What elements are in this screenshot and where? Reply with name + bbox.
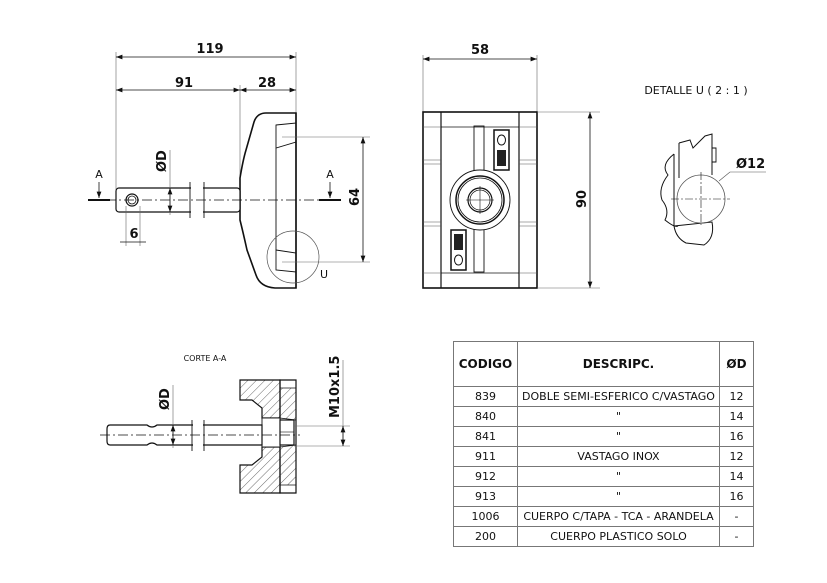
cell-d: 12 [719,446,754,467]
cell-desc: " [517,466,720,487]
detail-view: DETALLE U ( 2 : 1 ) Ø12 [644,84,766,246]
header-diameter: ØD [719,341,754,387]
section-view: CORTE A-A ØD M10x1.5 [100,354,350,494]
cell-code: 911 [453,446,518,467]
cell-code: 912 [453,466,518,487]
detail-mark: U [320,268,328,281]
dim-thread: M10x1.5 [328,356,343,418]
section-title: CORTE A-A [184,354,227,363]
cell-desc: " [517,406,720,427]
table-row: 913"16 [453,486,754,507]
cell-code: 1006 [453,506,518,527]
cell-code: 840 [453,406,518,427]
cell-desc: CUERPO PLASTICO SOLO [517,526,720,547]
cell-d: 16 [719,426,754,447]
section-dim-diameter: ØD [158,388,173,410]
cell-code: 913 [453,486,518,507]
dim-hole: 6 [129,227,138,242]
dim-height: 64 [348,188,363,206]
cell-code: 200 [453,526,518,547]
logo-bottom [450,229,467,271]
handle-body [239,112,297,289]
cell-desc: CUERPO C/TAPA - TCA - ARANDELA [517,506,720,527]
dim-width: 58 [471,43,489,58]
dim-ball: Ø12 [736,157,765,172]
cell-d: 14 [719,466,754,487]
dim-height-front: 90 [575,190,590,208]
side-view: 119 91 28 A A ØD 6 [88,42,370,289]
detail-title: DETALLE U ( 2 : 1 ) [644,84,747,97]
logo-top [493,129,510,171]
table-header-row: CODIGO DESCRIPC. ØD [453,341,754,387]
cell-d: 14 [719,406,754,427]
dim-diameter: ØD [155,150,170,172]
table-row: 912"14 [453,466,754,487]
cell-d: - [719,526,754,547]
dim-stem: 91 [175,76,193,91]
cell-desc: " [517,486,720,507]
front-body [422,111,538,289]
section-mark-right: A [326,168,334,181]
cell-d: - [719,506,754,527]
detail-u-circle [266,230,320,284]
cell-desc: " [517,426,720,447]
front-view: 58 [422,43,600,289]
cell-code: 839 [453,386,518,407]
cell-desc: VASTAGO INOX [517,446,720,467]
table-row: 841"16 [453,426,754,447]
header-codigo: CODIGO [453,341,518,387]
section-mark-left: A [95,168,103,181]
dim-body: 28 [258,76,276,91]
cell-d: 16 [719,486,754,507]
header-descripc: DESCRIPC. [517,341,720,387]
table-row: 840"14 [453,406,754,427]
cell-desc: DOBLE SEMI-ESFERICO C/VASTAGO [517,386,720,407]
cell-code: 841 [453,426,518,447]
cell-d: 12 [719,386,754,407]
dim-total: 119 [196,42,223,57]
